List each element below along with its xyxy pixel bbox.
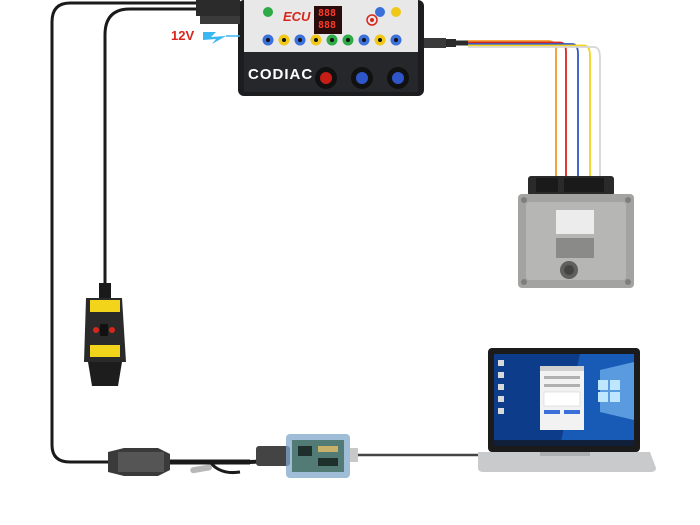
socket-row (262, 7, 402, 46)
brand-logo: CODIAC (248, 66, 314, 83)
lightning-icon (203, 32, 226, 44)
red-wire (468, 41, 567, 178)
voltage-label: 12V (171, 28, 195, 43)
laptop-icon (478, 348, 656, 472)
orange-wire (468, 40, 557, 178)
interface-module (286, 434, 485, 478)
tricore-button-icon (351, 67, 373, 89)
power-button-icon (315, 67, 337, 89)
boot-button-icon (387, 67, 409, 89)
led-display (314, 6, 342, 34)
display-top-readout: 888 (318, 8, 337, 19)
yellow-wire (468, 44, 591, 178)
display-bottom-readout: 888 (318, 20, 337, 31)
interface-cable (50, 1, 215, 464)
splitter-cable (108, 446, 290, 476)
ecu-emblem-icon (366, 14, 378, 26)
blue-wire (468, 43, 579, 178)
ecu-module (518, 176, 634, 288)
ecu-label: ECU (283, 9, 311, 24)
white-wire (468, 46, 601, 178)
obd-adapter (84, 283, 126, 386)
obd-cable (103, 7, 215, 285)
windows-logo-icon (598, 380, 620, 402)
